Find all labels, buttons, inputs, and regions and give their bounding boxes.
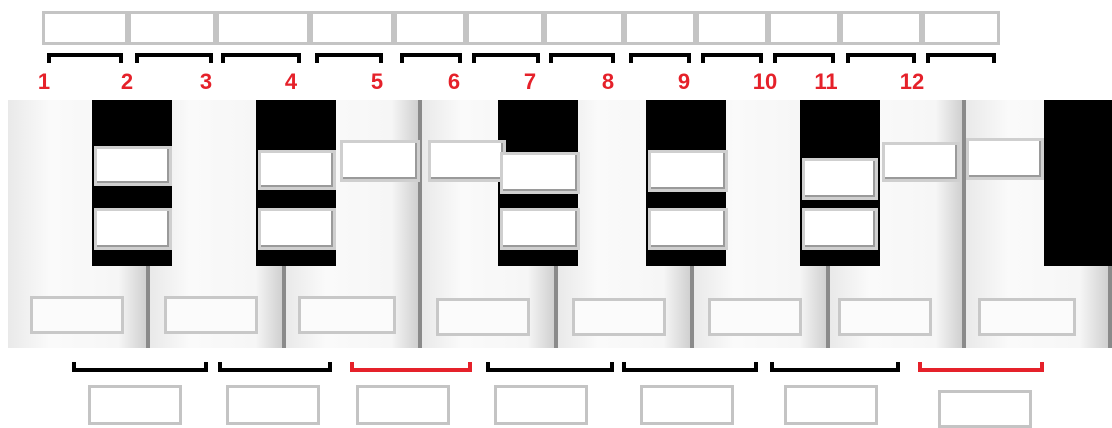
top-bracket (926, 53, 996, 63)
number-label: 10 (745, 70, 785, 94)
key-box-upper (802, 158, 878, 200)
top-bracket (315, 53, 383, 63)
number-label: 3 (186, 70, 226, 94)
top-bracket (846, 53, 916, 63)
white-key-box (838, 298, 932, 336)
bottom-bracket (218, 362, 332, 372)
bottom-box (938, 390, 1032, 428)
key-box-upper (258, 150, 336, 190)
top-box (310, 11, 394, 45)
number-label: 12 (892, 70, 932, 94)
key-box-upper (428, 140, 506, 182)
top-box (840, 11, 922, 45)
number-label: 7 (510, 70, 550, 94)
top-box (544, 11, 624, 45)
number-label: 4 (271, 70, 311, 94)
top-box (624, 11, 696, 45)
top-box (216, 11, 310, 45)
bottom-box (494, 385, 588, 425)
bottom-bracket-highlight (350, 362, 472, 372)
key-box-upper (500, 152, 580, 194)
white-key-box (436, 298, 530, 336)
key-box-lower (500, 208, 580, 250)
bottom-box (640, 385, 734, 425)
key-box-lower (802, 208, 878, 250)
key-box-lower (94, 208, 172, 250)
bottom-bracket (486, 362, 614, 372)
top-bracket (472, 53, 540, 63)
top-bracket (135, 53, 213, 63)
top-bracket (701, 53, 763, 63)
key-box-lower (648, 208, 728, 250)
number-label: 5 (357, 70, 397, 94)
bottom-bracket-highlight (918, 362, 1044, 372)
key-box-upper (648, 150, 728, 192)
top-box (466, 11, 544, 45)
top-bracket (221, 53, 301, 63)
bottom-bracket (72, 362, 208, 372)
number-label: 1 (24, 70, 64, 94)
number-label: 11 (806, 70, 846, 94)
keyboard (8, 100, 1112, 348)
number-label: 2 (107, 70, 147, 94)
top-box (42, 11, 128, 45)
bottom-box (356, 385, 450, 425)
key-box-upper (966, 138, 1044, 180)
top-box (922, 11, 1000, 45)
top-bracket (47, 53, 123, 63)
top-box (128, 11, 216, 45)
top-box (394, 11, 466, 45)
bottom-box (784, 385, 878, 425)
number-label: 8 (588, 70, 628, 94)
white-key-box (298, 296, 396, 334)
top-bracket (773, 53, 835, 63)
key-box-upper (882, 142, 960, 182)
top-bracket (549, 53, 615, 63)
bottom-box (88, 385, 182, 425)
key-box-upper (94, 146, 172, 186)
top-box (696, 11, 768, 45)
top-bracket (400, 53, 462, 63)
top-box (768, 11, 840, 45)
black-key (1044, 100, 1112, 266)
bottom-box (226, 385, 320, 425)
white-key-box (978, 298, 1076, 336)
white-key-box (164, 296, 258, 334)
top-bracket (629, 53, 691, 63)
key-box-upper (340, 140, 420, 182)
white-key-box (30, 296, 124, 334)
bottom-bracket (770, 362, 900, 372)
white-key-box (572, 298, 666, 336)
number-label: 6 (434, 70, 474, 94)
key-box-lower (258, 208, 336, 250)
bottom-bracket (622, 362, 758, 372)
white-key-box (708, 298, 802, 336)
number-label: 9 (664, 70, 704, 94)
